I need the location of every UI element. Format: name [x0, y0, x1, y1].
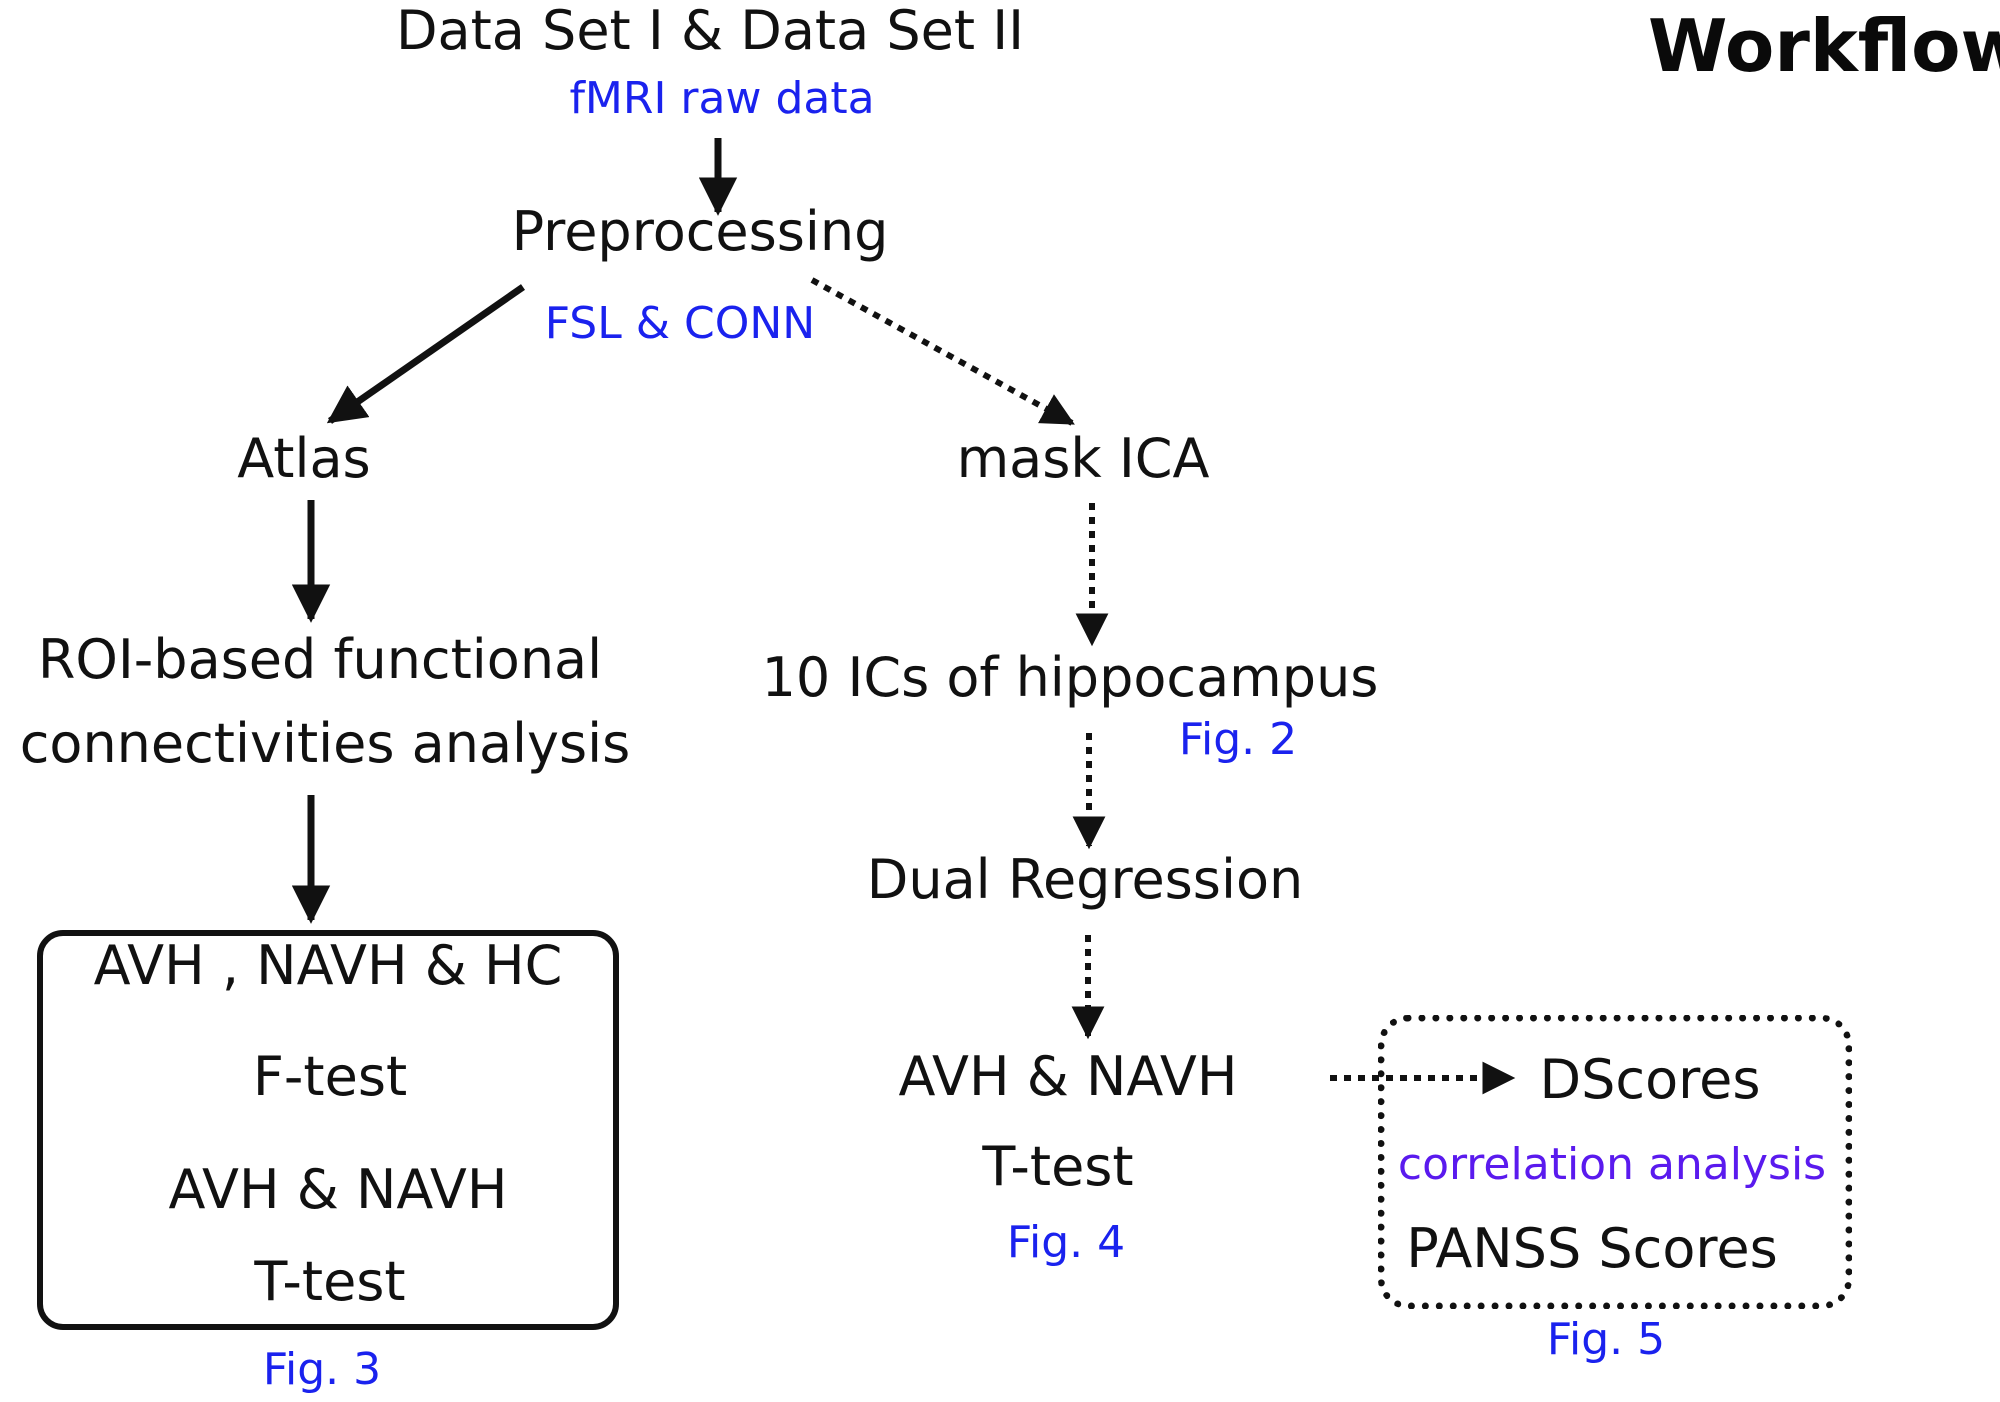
correlation-note: correlation analysis — [1397, 1139, 1827, 1190]
stats-box-left — [37, 930, 619, 1330]
groups-right-node: AVH & NAVH — [898, 1045, 1238, 1108]
fig2-label: Fig. 2 — [1178, 714, 1298, 765]
dscores-node: DScores — [1539, 1048, 1761, 1111]
panss-node: PANSS Scores — [1406, 1217, 1778, 1280]
box-ftest-label: F-test — [252, 1045, 408, 1108]
ics-node: 10 ICs of hippocampus — [761, 646, 1379, 709]
correlation-box — [1378, 1015, 1852, 1309]
dual-regression-node: Dual Regression — [866, 848, 1304, 911]
fig5-label: Fig. 5 — [1546, 1314, 1666, 1365]
arrow-preprocessing-to-mask-ica — [810, 277, 1075, 426]
preprocessing-node: Preprocessing — [511, 200, 889, 263]
tools-note: FSL & CONN — [544, 298, 816, 349]
roi-analysis-line2: connectivities analysis — [19, 712, 631, 775]
arrow-preprocessing-to-atlas — [326, 284, 525, 424]
box-ttest-label: T-test — [254, 1250, 406, 1313]
box-groups-label: AVH , NAVH & HC — [93, 934, 563, 997]
roi-analysis-line1: ROI-based functional — [37, 628, 603, 691]
atlas-node: Atlas — [237, 427, 371, 490]
diagram-title: Workflow — [1648, 4, 2000, 88]
datasets-node: Data Set I & Data Set II — [395, 0, 1025, 62]
fig4-label: Fig. 4 — [1006, 1217, 1126, 1268]
mask-ica-node: mask ICA — [956, 427, 1210, 490]
ttest-right-node: T-test — [982, 1135, 1134, 1198]
box-groups2-label: AVH & NAVH — [168, 1158, 508, 1221]
raw-data-note: fMRI raw data — [569, 73, 875, 124]
fig3-label: Fig. 3 — [262, 1344, 382, 1395]
